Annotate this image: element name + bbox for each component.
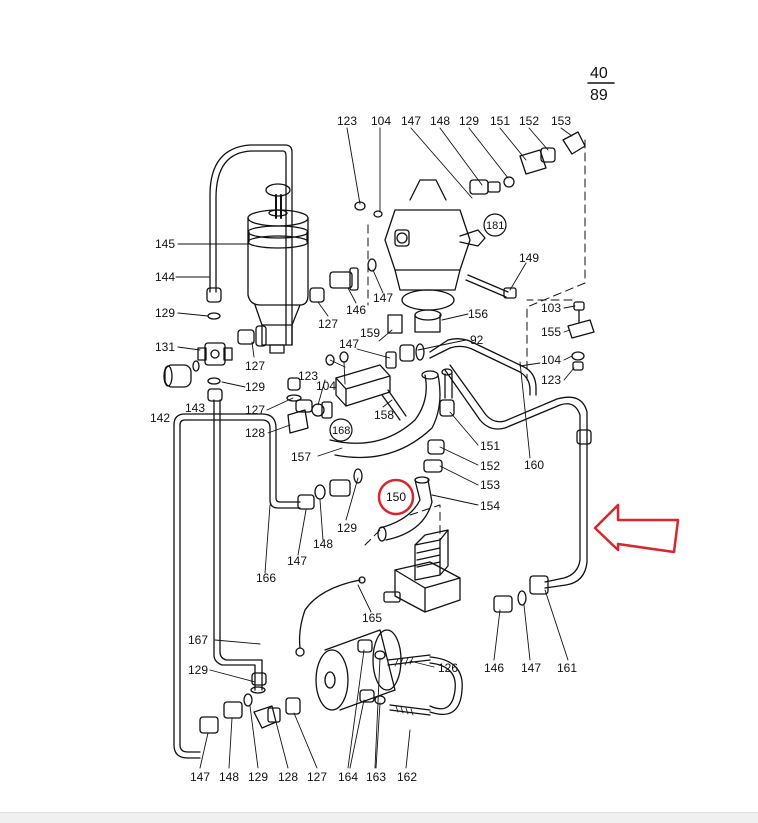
part-label: 164 bbox=[338, 770, 358, 784]
part-label: 104 bbox=[316, 379, 336, 393]
part-label: 167 bbox=[188, 633, 208, 647]
part-label: 151 bbox=[480, 439, 500, 453]
callout-181: 181 bbox=[486, 220, 504, 232]
part-label: 153 bbox=[480, 478, 500, 492]
part-label: 126 bbox=[438, 661, 458, 675]
part-label: 127 bbox=[318, 317, 338, 331]
part-label: 148 bbox=[430, 114, 450, 128]
part-label: 157 bbox=[291, 450, 311, 464]
filter-bowl bbox=[247, 183, 309, 354]
tee-131 bbox=[197, 342, 233, 366]
page-ref-denominator: 89 bbox=[590, 87, 608, 104]
part-label: 151 bbox=[490, 114, 510, 128]
part-labels: 123 104 147 148 129 151 152 153 145 144 … bbox=[150, 114, 577, 784]
part-label: 163 bbox=[366, 770, 386, 784]
valve-assembly bbox=[384, 179, 486, 333]
part-label: 162 bbox=[397, 770, 417, 784]
part-label: 129 bbox=[248, 770, 268, 784]
part-label: 155 bbox=[541, 325, 561, 339]
part-label: 127 bbox=[245, 359, 265, 373]
highlight-arrow-icon bbox=[593, 503, 680, 554]
part-label: 123 bbox=[298, 369, 318, 383]
part-label: 129 bbox=[337, 521, 357, 535]
part-label: 148 bbox=[219, 770, 239, 784]
part-label: 158 bbox=[374, 408, 394, 422]
part-label: 142 bbox=[150, 411, 170, 425]
part-label: 149 bbox=[519, 251, 539, 265]
part-label: 146 bbox=[346, 303, 366, 317]
part-label: 145 bbox=[155, 237, 175, 251]
part-label: 152 bbox=[480, 459, 500, 473]
part-label: 143 bbox=[185, 401, 205, 415]
part-label: 104 bbox=[371, 114, 391, 128]
part-label: 156 bbox=[468, 307, 488, 321]
block-158 bbox=[335, 364, 407, 421]
part-label: 129 bbox=[459, 114, 479, 128]
part-label: 147 bbox=[339, 337, 359, 351]
heater-block bbox=[383, 529, 461, 613]
part-label: 123 bbox=[337, 114, 357, 128]
part-label: 129 bbox=[245, 380, 265, 394]
part-label: 147 bbox=[190, 770, 210, 784]
callout-150: 150 bbox=[386, 490, 406, 504]
page-ref-numerator: 40 bbox=[590, 65, 608, 82]
part-label: 104 bbox=[541, 353, 561, 367]
part-label: 147 bbox=[373, 291, 393, 305]
part-label: 160 bbox=[524, 458, 544, 472]
callout-168: 168 bbox=[332, 425, 350, 437]
part-label: 144 bbox=[155, 270, 175, 284]
elbow-128 bbox=[287, 399, 333, 434]
part-label: 128 bbox=[278, 770, 298, 784]
part-label: 131 bbox=[155, 340, 175, 354]
part-label: 147 bbox=[287, 554, 307, 568]
part-label: 92 bbox=[470, 333, 484, 347]
part-label: 129 bbox=[188, 663, 208, 677]
sensor-142 bbox=[163, 360, 200, 388]
part-label: 148 bbox=[313, 537, 333, 551]
part-label: 152 bbox=[519, 114, 539, 128]
part-label: 154 bbox=[480, 499, 500, 513]
fitting-144 bbox=[206, 287, 222, 320]
viewer-bottom-bar bbox=[0, 812, 758, 823]
part-label: 147 bbox=[401, 114, 421, 128]
part-label: 166 bbox=[256, 571, 276, 585]
part-label: 159 bbox=[360, 326, 380, 340]
part-label: 146 bbox=[484, 661, 504, 675]
part-label: 127 bbox=[245, 403, 265, 417]
part-label: 103 bbox=[541, 301, 561, 315]
part-label: 147 bbox=[521, 661, 541, 675]
part-label: 128 bbox=[245, 426, 265, 440]
part-label: 161 bbox=[557, 661, 577, 675]
part-label: 123 bbox=[541, 373, 561, 387]
part-label: 153 bbox=[551, 114, 571, 128]
part-label: 165 bbox=[362, 611, 382, 625]
part-label: 129 bbox=[155, 306, 175, 320]
part-label: 127 bbox=[307, 770, 327, 784]
